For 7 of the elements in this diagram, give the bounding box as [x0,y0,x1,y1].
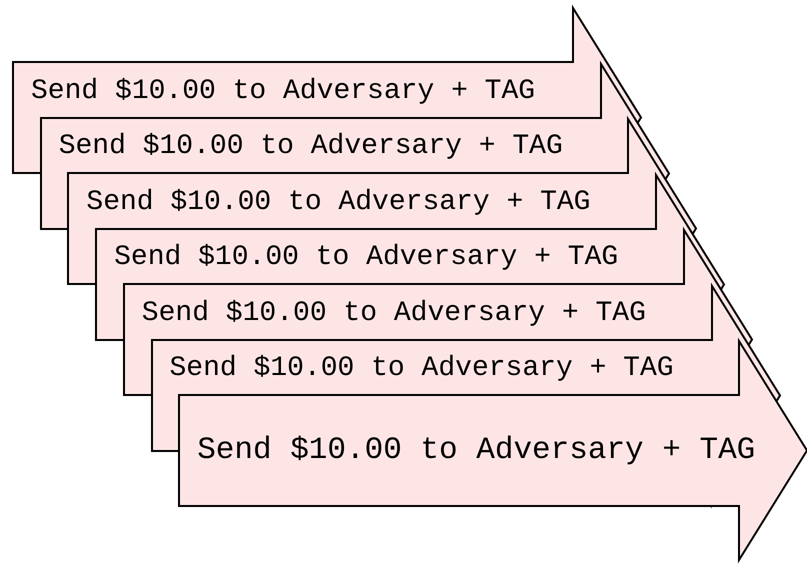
arrow-label: Send $10.00 to Adversary + TAG [31,78,536,106]
arrow-label: Send $10.00 to Adversary + TAG [197,435,756,466]
arrow-label: Send $10.00 to Adversary + TAG [58,133,563,162]
arrow-label: Send $10.00 to Adversary + TAG [170,355,674,384]
arrow-label: Send $10.00 to Adversary + TAG [86,188,590,217]
arrow-label: Send $10.00 to Adversary + TAG [142,300,646,328]
arrow-label: Send $10.00 to Adversary + TAG [114,244,618,272]
